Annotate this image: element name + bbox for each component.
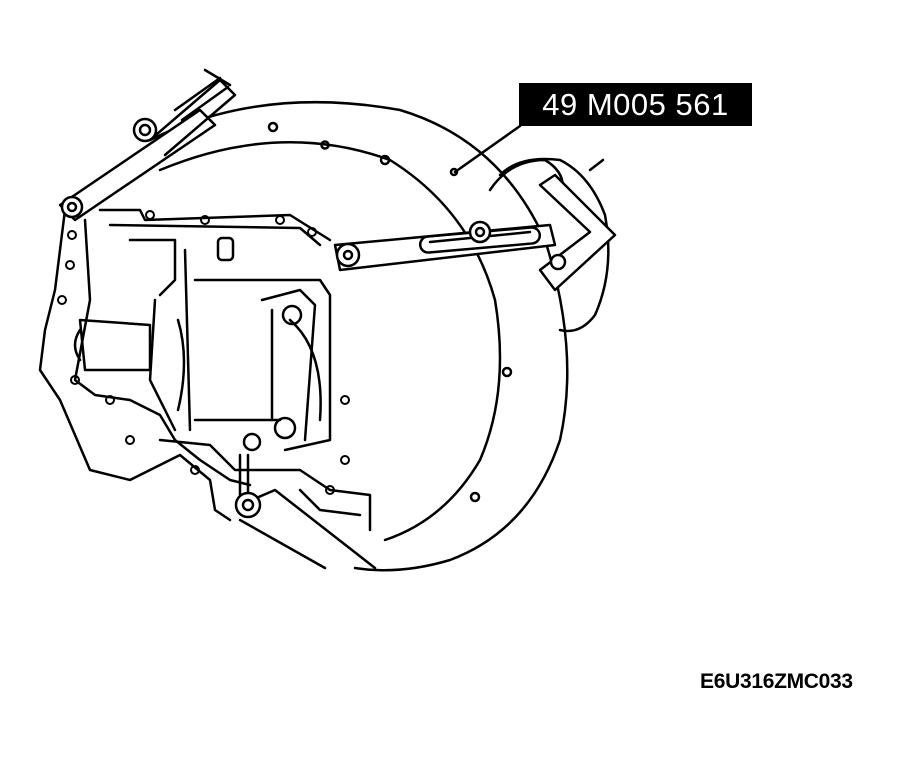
bolt-hole [501, 366, 513, 378]
bolt-hole [281, 304, 303, 326]
figure-code: E6U316ZMC033 [700, 670, 853, 693]
tool-lower-arm [234, 488, 377, 570]
tool-upper-arm [58, 68, 237, 222]
bolt-hole [379, 154, 391, 166]
engine-block [38, 208, 372, 532]
tool-number-callout: 49 M005 561 [519, 83, 752, 126]
bolt-hole [320, 140, 330, 150]
tool-middle-arm [333, 173, 617, 292]
bolt-hole [242, 432, 262, 452]
crankshaft-end [498, 157, 610, 333]
bolt-hole [273, 416, 297, 440]
leader-line [453, 124, 522, 174]
bolt-hole [469, 491, 481, 503]
bolt-hole [267, 121, 279, 133]
tool-part-number: 49 M005 561 [542, 87, 729, 122]
